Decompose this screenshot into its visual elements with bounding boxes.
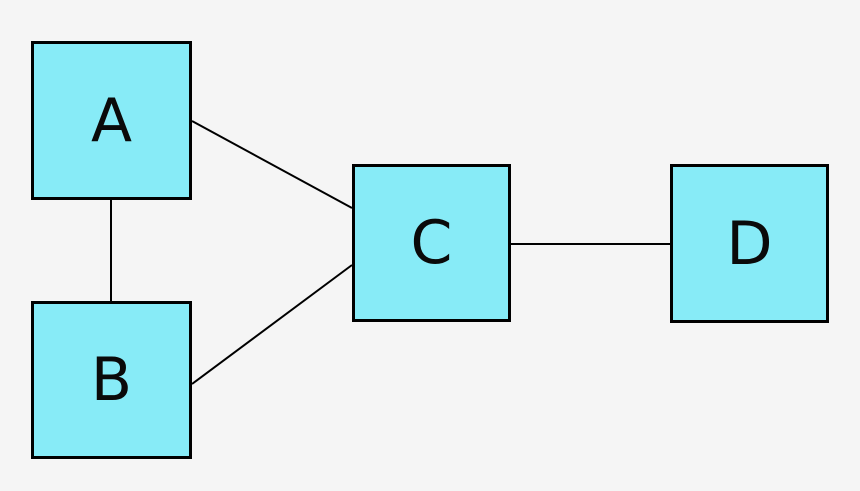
node-c: C bbox=[352, 164, 511, 322]
node-b-label: B bbox=[90, 345, 133, 415]
node-c-label: C bbox=[410, 208, 453, 278]
edge-a-c bbox=[191, 120, 353, 209]
node-d: D bbox=[670, 164, 829, 323]
node-a-label: A bbox=[90, 85, 133, 156]
node-d-label: D bbox=[726, 208, 773, 279]
node-b: B bbox=[31, 301, 192, 459]
node-a: A bbox=[31, 41, 192, 200]
edge-b-c bbox=[191, 264, 353, 385]
